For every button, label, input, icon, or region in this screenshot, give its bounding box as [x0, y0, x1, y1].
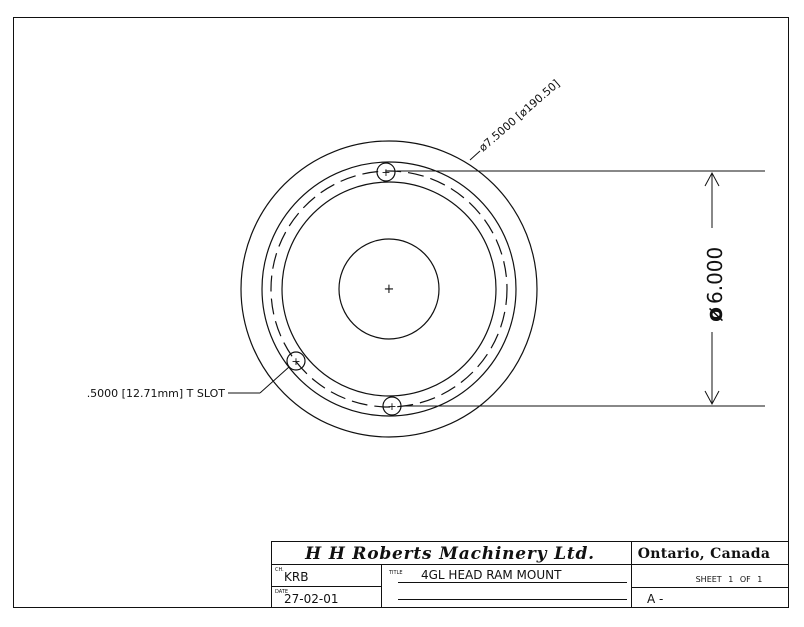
date-label: DATE	[275, 589, 288, 595]
slot-mark-left: +	[291, 355, 300, 368]
center-mark: +	[384, 282, 395, 297]
t-slot-bottom: +	[382, 396, 402, 416]
title-block	[271, 541, 789, 608]
title-label: TITLE	[388, 570, 403, 576]
slot-mark-top: +	[381, 166, 390, 179]
slot-callout-text: .5000 [12.71mm] T SLOT	[87, 387, 226, 400]
od-callout-text: ø7.5000 [ø190.50]	[476, 77, 562, 154]
t-slot-top: +	[376, 162, 396, 182]
t-slot-left: +	[286, 351, 306, 371]
date-value: 27-02-01	[284, 592, 338, 606]
bolt-circle-label: ø 6.000	[703, 247, 728, 322]
inner-ring-circle	[281, 181, 497, 397]
diameter-symbol: ø	[703, 307, 728, 322]
bolt-circle-dashed	[270, 170, 508, 408]
outer-circle	[240, 140, 538, 438]
company-location: Ontario, Canada	[638, 546, 771, 562]
part-view	[240, 140, 538, 438]
arrow-down	[704, 390, 720, 406]
slot-leader-diagonal	[259, 366, 290, 394]
bolt-circle-dimension	[397, 170, 765, 407]
od-leader-line	[469, 150, 481, 161]
slot-mark-bottom: +	[387, 400, 396, 413]
checked-value: KRB	[284, 570, 308, 584]
sheet-number: SHEET 1 OF 1	[696, 575, 763, 584]
checked-label: CH.	[275, 567, 284, 573]
revision: A -	[647, 592, 663, 606]
sheet-border	[13, 17, 789, 608]
bolt-circle-value: 6.000	[703, 247, 727, 304]
company-name: H H Roberts Machinery Ltd.	[304, 544, 595, 564]
flange-circle	[261, 161, 517, 417]
bore-circle	[338, 238, 440, 340]
arrow-up	[704, 171, 720, 187]
title-value: 4GL HEAD RAM MOUNT	[421, 568, 562, 582]
